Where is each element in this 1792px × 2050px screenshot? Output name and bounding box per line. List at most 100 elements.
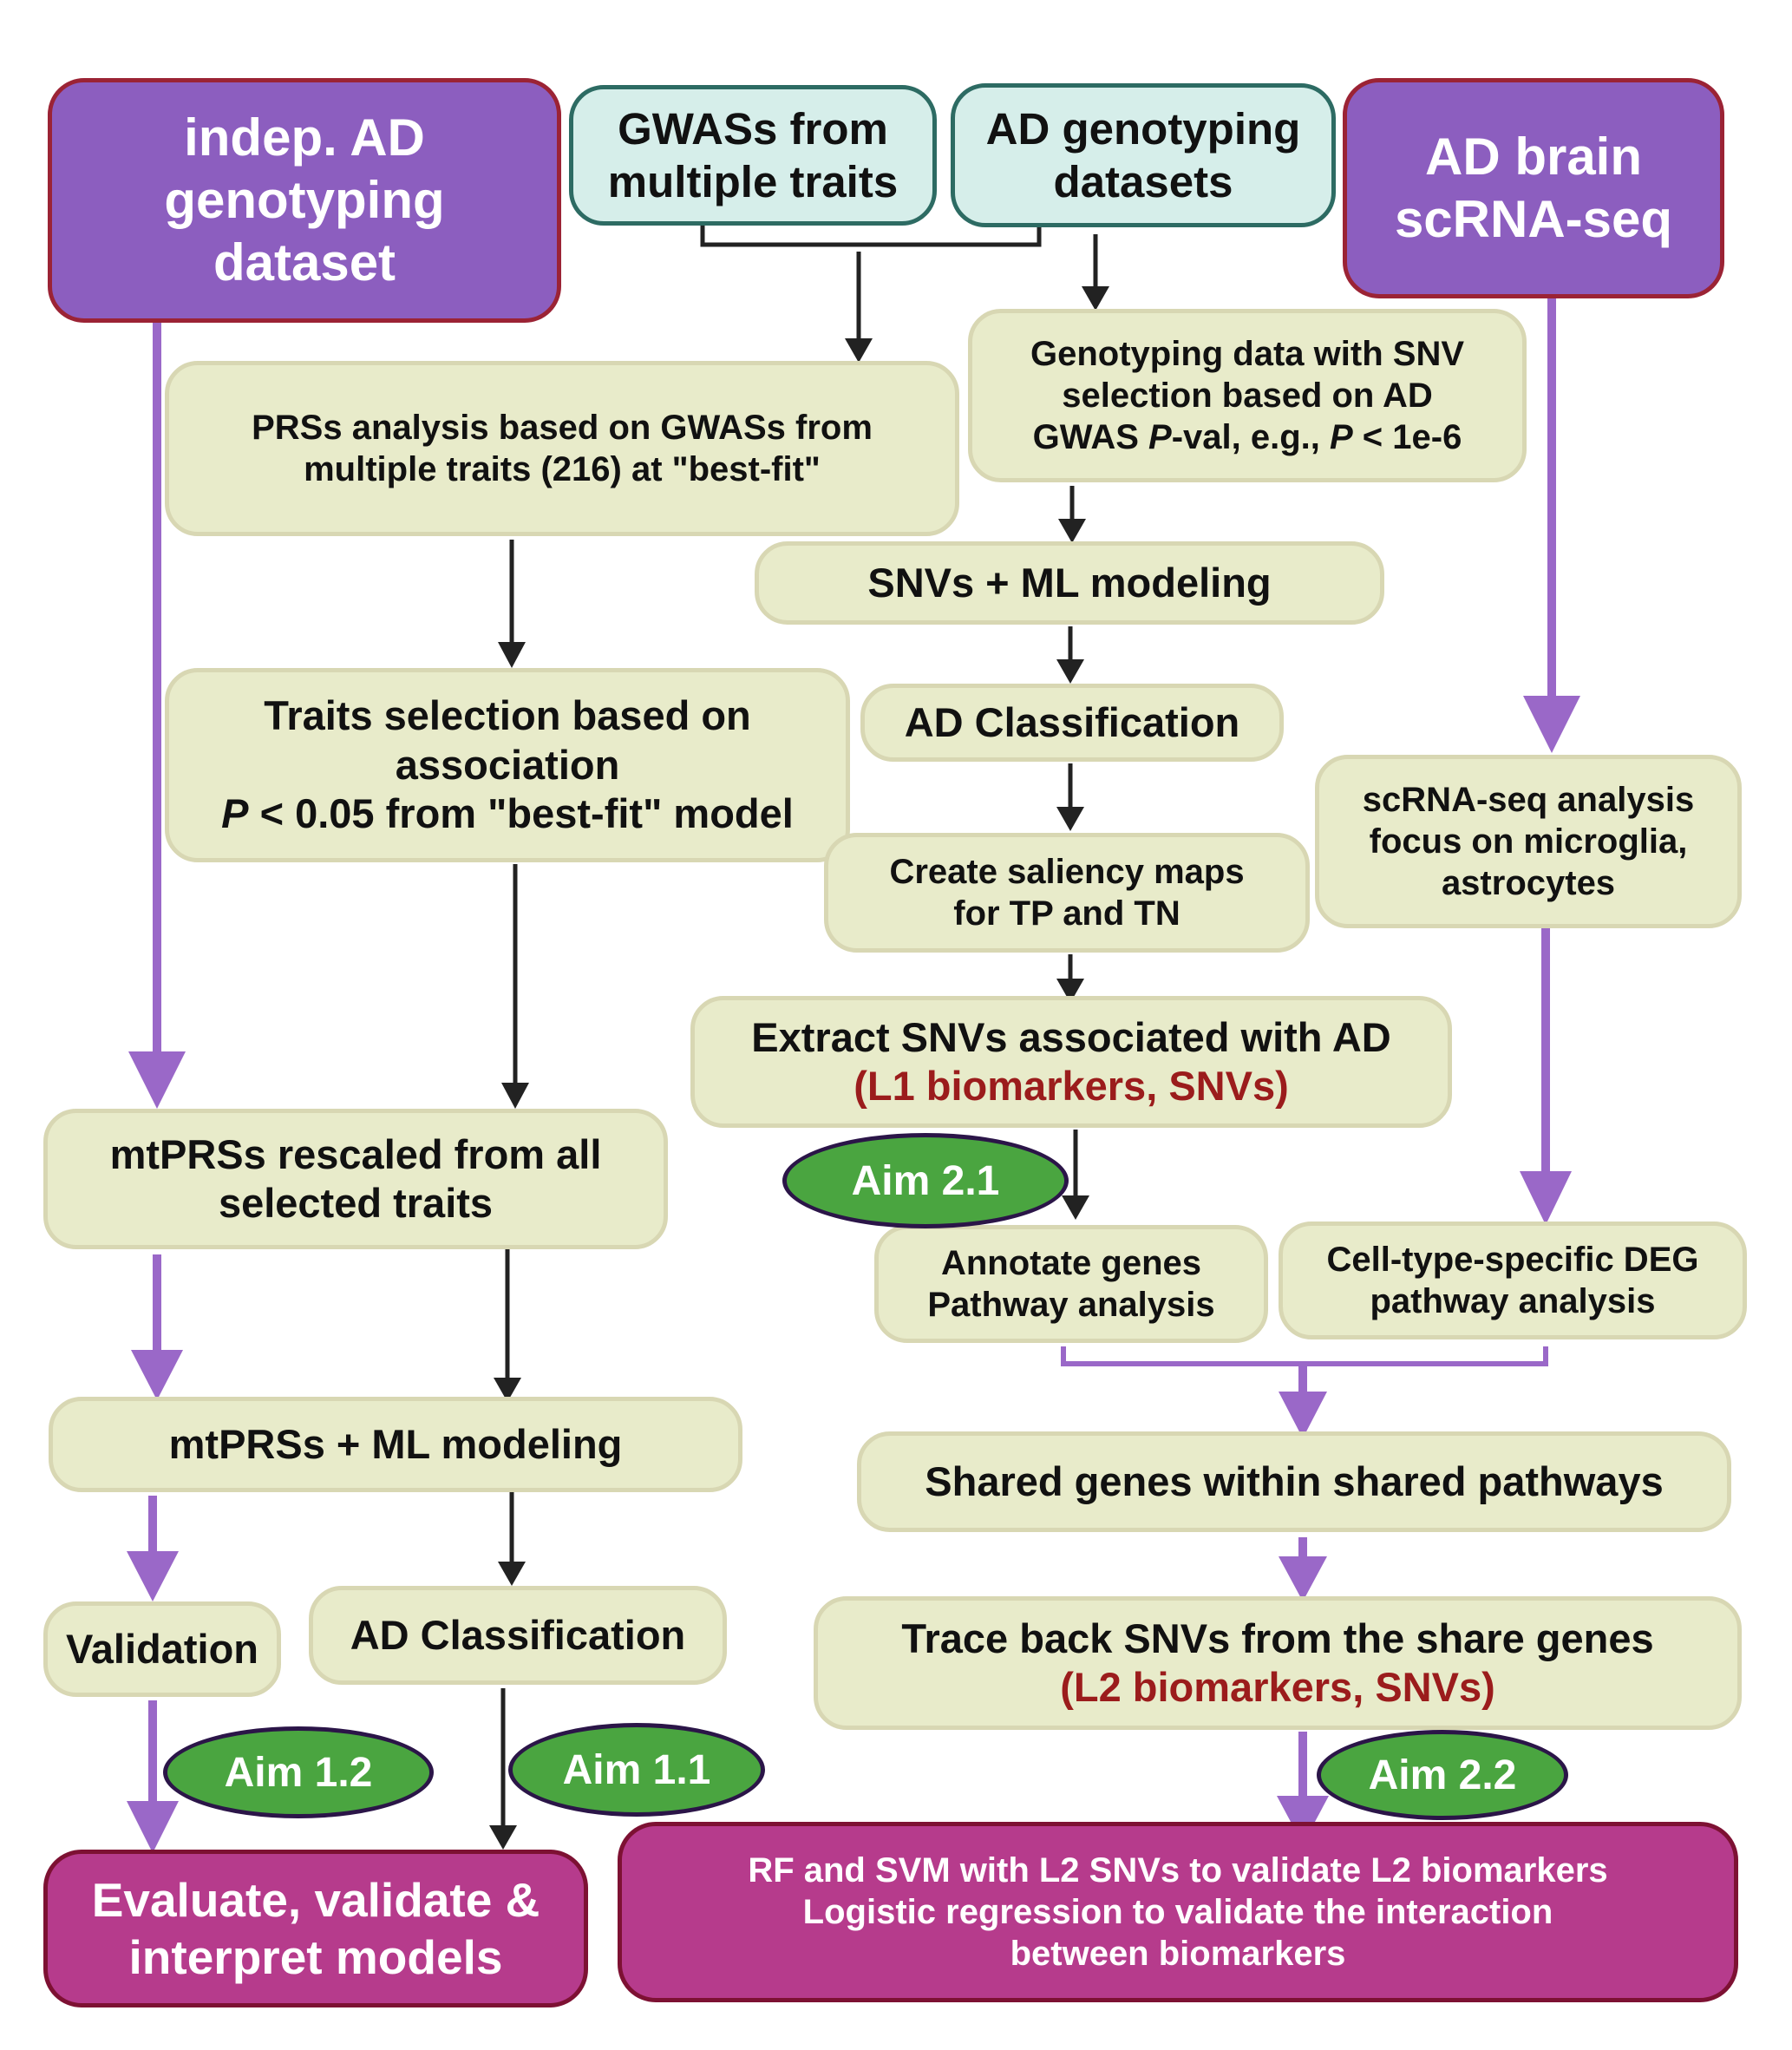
- arrowhead-ml-to-adclass2: [498, 1562, 526, 1586]
- aim-1-2-badge: Aim 1.2: [163, 1726, 434, 1818]
- traits-p-symbol: P: [221, 790, 249, 837]
- geno-pval-text: -val, e.g.,: [1171, 418, 1330, 456]
- aim-2-1-badge: Aim 2.1: [782, 1133, 1069, 1228]
- gwas-multiple-traits-box: GWASs from multiple traits: [569, 85, 937, 226]
- evaluate-line-1: Evaluate, validate &: [91, 1873, 540, 1927]
- prs-line-1: PRSs analysis based on GWASs from: [252, 409, 873, 447]
- traits-line-2: association: [395, 741, 620, 788]
- shared-label: Shared genes within shared pathways: [925, 1457, 1664, 1504]
- adgeno-line-2: datasets: [1053, 157, 1233, 206]
- indep-line-1: indep. AD: [184, 108, 425, 167]
- genotyping-snv-selection-box: Genotyping data with SNV selection based…: [968, 309, 1527, 482]
- rf-line-1: RF and SVM with L2 SNVs to validate L2 b…: [748, 1851, 1608, 1890]
- geno-gwas-text: GWAS: [1032, 418, 1148, 456]
- arrowhead-genotyping-to-snvml: [1058, 519, 1086, 543]
- validation-label: Validation: [66, 1625, 258, 1672]
- prs-analysis-box: PRSs analysis based on GWASs from multip…: [165, 361, 959, 536]
- rf-svm-validation-box: RF and SVM with L2 SNVs to validate L2 b…: [618, 1822, 1738, 2002]
- ad-classification-box-left: AD Classification: [309, 1586, 727, 1685]
- saliency-line-2: for TP and TN: [953, 894, 1180, 933]
- saliency-line-1: Create saliency maps: [889, 853, 1245, 891]
- ad-classification-left-label: AD Classification: [350, 1611, 686, 1658]
- arrowhead-adclass2-to-evaluate: [489, 1825, 517, 1850]
- scrna-analysis-line-2: focus on microglia,: [1369, 822, 1688, 861]
- arrowhead-bracket-to-shared: [1279, 1392, 1327, 1438]
- geno-line-2: selection based on AD: [1062, 377, 1433, 415]
- gwas-line-2: multiple traits: [607, 157, 899, 206]
- l2-biomarkers-label: (L2 biomarkers, SNVs): [1060, 1664, 1495, 1710]
- geno-p-symbol: P: [1148, 418, 1172, 456]
- black-arrows: [489, 226, 1109, 1850]
- validation-box: Validation: [43, 1601, 281, 1697]
- snvs-ml-modeling-box: SNVs + ML modeling: [755, 541, 1384, 625]
- annotate-line-1: Annotate genes: [940, 1244, 1202, 1282]
- scrna-line-2: scRNA-seq: [1394, 190, 1673, 248]
- scrna-analysis-line-3: astrocytes: [1441, 864, 1616, 902]
- indep-ad-genotyping-dataset-box: indep. AD genotyping dataset: [48, 78, 561, 323]
- traits-line-3: P < 0.05 from "best-fit" model: [221, 789, 794, 838]
- aim-2-2-badge: Aim 2.2: [1317, 1730, 1568, 1820]
- ad-classification-middle-label: AD Classification: [904, 698, 1240, 745]
- indep-line-3: dataset: [213, 233, 396, 291]
- extract-line-1: Extract SNVs associated with AD: [751, 1013, 1391, 1060]
- arrowhead-mtprs-to-ml-black: [494, 1378, 521, 1402]
- trace-line-1: Trace back SNVs from the share genes: [901, 1614, 1654, 1661]
- mtprs-ml-modeling-box: mtPRSs + ML modeling: [49, 1397, 742, 1492]
- traits-selection-box: Traits selection based on association P …: [165, 668, 850, 862]
- cell-type-deg-box: Cell-type-specific DEG pathway analysis: [1279, 1221, 1747, 1339]
- mtprs-rescaled-line-2: selected traits: [218, 1180, 494, 1226]
- arrowhead-indep-to-mtprs: [128, 1051, 186, 1109]
- arrowhead-shared-to-trace: [1279, 1556, 1327, 1601]
- geno-p-symbol-2: P: [1329, 418, 1353, 456]
- mtprs-rescaled-box: mtPRSs rescaled from all selected traits: [43, 1109, 668, 1249]
- arrowhead-prs-to-traits: [498, 642, 526, 668]
- scrna-line-1: AD brain: [1424, 128, 1643, 186]
- scrna-analysis-line-1: scRNA-seq analysis: [1362, 781, 1695, 819]
- arrowhead-scrna-analysis-to-celltype: [1520, 1171, 1572, 1225]
- annotate-genes-box: Annotate genes Pathway analysis: [874, 1225, 1268, 1343]
- geno-line-1: Genotyping data with SNV: [1030, 335, 1465, 373]
- aim-2-1-label: Aim 2.1: [851, 1157, 1000, 1204]
- aim-2-2-label: Aim 2.2: [1368, 1752, 1517, 1798]
- annotate-line-2: Pathway analysis: [927, 1286, 1215, 1324]
- geno-line-3: GWAS P-val, e.g., P < 1e-6: [1033, 416, 1462, 458]
- extract-snvs-box: Extract SNVs associated with AD (L1 biom…: [690, 996, 1452, 1128]
- rf-line-2: Logistic regression to validate the inte…: [802, 1893, 1553, 1931]
- shared-genes-box: Shared genes within shared pathways: [857, 1431, 1731, 1532]
- bracket-annotate-celltype: [1061, 1346, 1548, 1366]
- mtprs-rescaled-line-1: mtPRSs rescaled from all: [109, 1130, 602, 1177]
- celltype-line-1: Cell-type-specific DEG: [1326, 1241, 1699, 1279]
- celltype-line-2: pathway analysis: [1370, 1282, 1656, 1320]
- l1-biomarkers-label: (L1 biomarkers, SNVs): [853, 1063, 1289, 1109]
- prs-line-2: multiple traits (216) at "best-fit": [304, 450, 821, 488]
- arrowhead-scrna-to-analysis: [1523, 696, 1580, 753]
- evaluate-line-2: interpret models: [128, 1930, 503, 1984]
- aim-1-1-label: Aim 1.1: [562, 1746, 711, 1793]
- gwas-line-1: GWASs from: [618, 103, 888, 154]
- arrowhead-adgeno-to-genotyping: [1082, 286, 1109, 311]
- arrowhead-trace-to-rf: [1277, 1796, 1329, 1844]
- purple-arrows: [127, 298, 1580, 1853]
- traits-threshold: < 0.05 from "best-fit" model: [248, 790, 794, 837]
- evaluate-models-box: Evaluate, validate & interpret models: [43, 1850, 588, 2007]
- snvs-ml-label: SNVs + ML modeling: [867, 559, 1272, 606]
- mtprs-ml-label: mtPRSs + ML modeling: [168, 1420, 623, 1467]
- ad-genotyping-datasets-box: AD genotyping datasets: [951, 83, 1336, 227]
- trace-back-snvs-box: Trace back SNVs from the share genes (L2…: [814, 1596, 1742, 1730]
- ad-classification-box-middle: AD Classification: [860, 684, 1284, 762]
- arrowhead-traits-to-mtprs: [501, 1083, 529, 1109]
- adgeno-line-1: AD genotyping: [985, 103, 1301, 154]
- bracket-gwas-ad-genotyping: [700, 226, 1042, 247]
- ad-brain-scrna-seq-box: AD brain scRNA-seq: [1343, 78, 1724, 298]
- arrowhead-snvml-to-adclass: [1056, 659, 1084, 684]
- geno-threshold: < 1e-6: [1352, 418, 1462, 456]
- arrowhead-gwas-to-prs: [845, 338, 873, 363]
- arrowhead-validation-to-evaluate: [127, 1801, 179, 1853]
- arrowhead-ml-to-validation: [127, 1551, 179, 1601]
- indep-line-2: genotyping: [164, 171, 445, 229]
- arrowhead-adclass-to-saliency: [1056, 807, 1084, 831]
- arrowhead-saliency-to-extract: [1056, 979, 1084, 1003]
- aim-1-2-label: Aim 1.2: [224, 1749, 373, 1796]
- arrowhead-mtprs-to-ml: [131, 1350, 183, 1400]
